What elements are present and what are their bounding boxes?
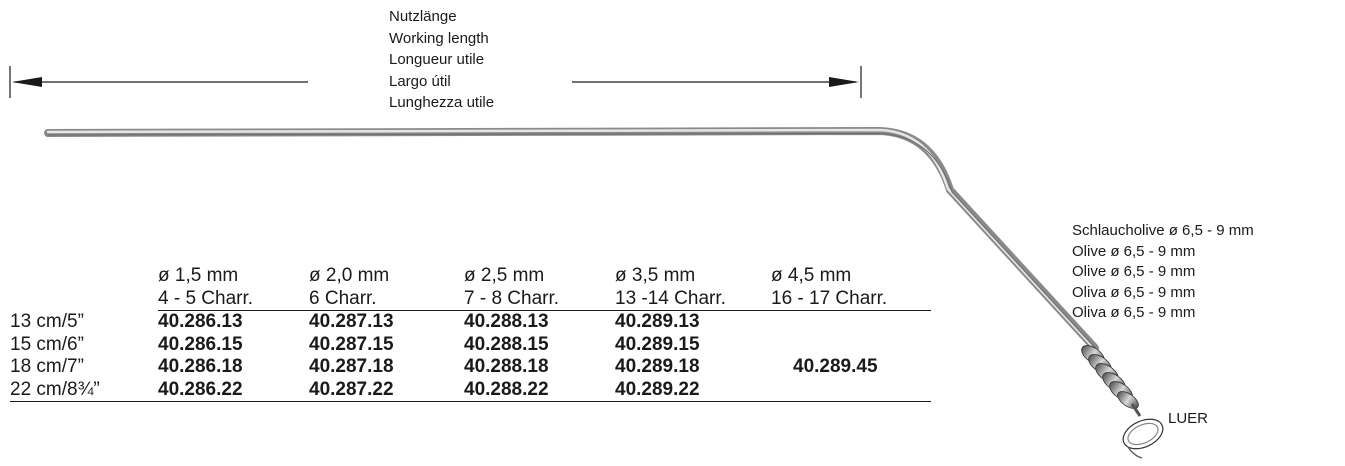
olive-label-fr: Olive ø 6,5 - 9 mm	[1072, 263, 1196, 280]
charr-header-row: 4 - 5 Charr. 6 Charr. 7 - 8 Charr. 13 -1…	[10, 287, 931, 311]
length-cell: 22 cm/8¾”	[10, 378, 158, 402]
working-length-label-it: Lunghezza utile	[389, 94, 495, 111]
header-blank	[10, 288, 158, 311]
olive-label-es: Oliva ø 6,5 - 9 mm	[1072, 283, 1196, 301]
diameter-header: ø 2,5 mm	[464, 265, 545, 286]
table-row: 18 cm/7” 40.286.18 40.287.18 40.288.18 4…	[10, 356, 931, 379]
article-number: 40.288.13	[464, 311, 549, 332]
header-blank	[10, 265, 158, 288]
article-number: 40.286.22	[158, 378, 309, 402]
article-number: 40.289.13	[615, 311, 700, 332]
charr-header: 16 - 17 Charr.	[771, 287, 931, 311]
olive-labels: Schlaucholive ø 6,5 - 9 mm Olive ø 6,5 -…	[1072, 221, 1254, 324]
article-number: 40.287.18	[309, 356, 394, 377]
table-row: 15 cm/6” 40.286.15 40.287.15 40.288.15 4…	[10, 334, 931, 357]
diameter-header: ø 3,5 mm	[615, 265, 696, 286]
diameter-header: ø 1,5 mm	[158, 265, 239, 286]
length-cell: 15 cm/6”	[10, 333, 84, 355]
working-length-arrow	[9, 66, 862, 98]
article-number	[771, 334, 931, 357]
article-number: 40.286.13	[158, 311, 243, 332]
article-number: 40.287.13	[309, 311, 394, 332]
working-length-label-de: Nutzlänge	[389, 8, 457, 25]
luer-ring	[1122, 418, 1164, 459]
article-number: 40.287.22	[309, 378, 464, 402]
working-length-label-fr: Longueur utile	[389, 51, 485, 68]
article-number: 40.288.18	[464, 356, 549, 377]
charr-header: 6 Charr.	[309, 287, 464, 311]
olive-label-de: Schlaucholive ø 6,5 - 9 mm	[1072, 222, 1254, 239]
olive-label-en: Olive ø 6,5 - 9 mm	[1072, 242, 1196, 260]
diameter-header: ø 2,0 mm	[309, 265, 390, 286]
article-number: 40.289.18	[615, 356, 700, 377]
article-number: 40.288.22	[464, 378, 615, 402]
article-number: 40.289.22	[615, 378, 771, 402]
article-number: 40.289.15	[615, 333, 700, 355]
length-cell: 13 cm/5”	[10, 311, 84, 332]
charr-header: 7 - 8 Charr.	[464, 287, 615, 311]
charr-header: 13 -14 Charr.	[615, 287, 771, 311]
article-number: 40.286.18	[158, 356, 243, 377]
article-number: 40.287.15	[309, 333, 394, 355]
article-number	[771, 378, 931, 402]
working-length-label-en: Working length	[389, 29, 489, 47]
working-length-labels: Nutzlänge Working length Longueur utile …	[389, 6, 494, 114]
olive-knurl	[1081, 345, 1142, 417]
charr-header: 4 - 5 Charr.	[158, 287, 309, 311]
length-cell: 18 cm/7”	[10, 356, 84, 377]
working-length-label-es: Largo útil	[389, 72, 451, 90]
article-number-table: ø 1,5 mm ø 2,0 mm ø 2,5 mm ø 3,5 mm ø 4,…	[10, 265, 931, 402]
article-number	[771, 311, 931, 334]
table-row: 13 cm/5” 40.286.13 40.287.13 40.288.13 4…	[10, 311, 931, 334]
article-number: 40.286.15	[158, 333, 243, 355]
diameter-header: ø 4,5 mm	[771, 265, 852, 286]
diameter-header-row: ø 1,5 mm ø 2,0 mm ø 2,5 mm ø 3,5 mm ø 4,…	[10, 265, 931, 288]
suction-tube	[44, 126, 1099, 352]
article-number: 40.289.45	[793, 356, 878, 377]
olive-label-it: Oliva ø 6,5 - 9 mm	[1072, 304, 1196, 321]
article-number: 40.288.15	[464, 333, 549, 355]
luer-label: LUER	[1168, 410, 1209, 427]
table-row: 22 cm/8¾” 40.286.22 40.287.22 40.288.22 …	[10, 378, 931, 402]
